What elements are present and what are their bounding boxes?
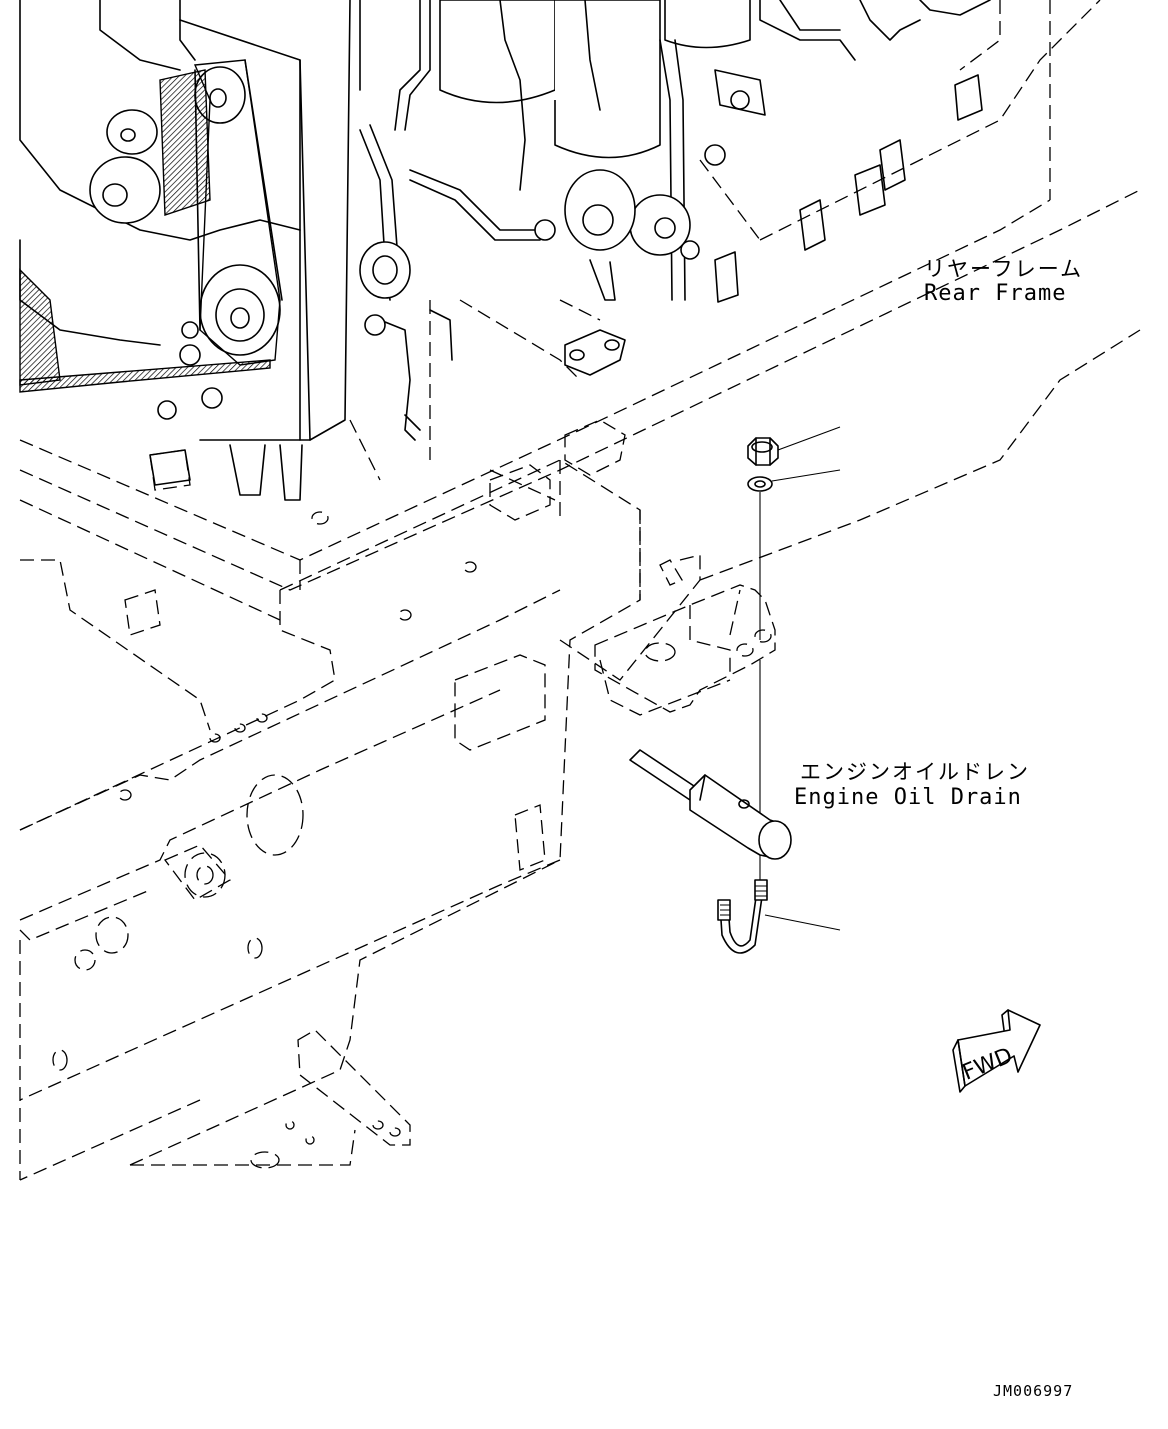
- drain-pipe: [629, 749, 792, 860]
- drain-parts: [629, 426, 841, 954]
- drain-bracket: [594, 584, 776, 713]
- rear-frame-label-en: Rear Frame: [924, 281, 1066, 306]
- drawing-code: JM006997: [993, 1382, 1073, 1400]
- rear-frame-label-jp: リヤーフレーム: [924, 257, 1083, 281]
- engine-assembly: [19, 0, 991, 501]
- rear-frame: [19, 0, 1141, 1181]
- hex-nut: [747, 426, 841, 466]
- oil-drain-label-jp: エンジンオイルドレン: [800, 760, 1030, 784]
- washer: [747, 469, 841, 492]
- oil-drain-label-en: Engine Oil Drain: [794, 785, 1022, 810]
- u-bolt: [717, 879, 841, 954]
- fwd-arrow-icon: FWD: [952, 1009, 1041, 1093]
